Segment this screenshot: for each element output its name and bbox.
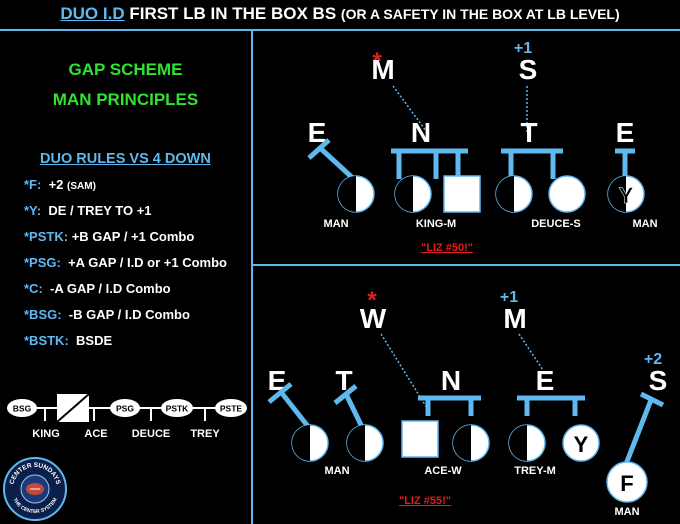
rule-item: *PSTK: +B GAP / +1 Combo — [24, 229, 195, 244]
call-text: "LIZ #55!" — [399, 495, 451, 507]
pste-node — [215, 399, 247, 417]
olineman — [548, 175, 586, 213]
offensive-line: Y — [337, 175, 645, 213]
svg-text:MAN: MAN — [324, 465, 349, 477]
column-divider — [251, 31, 253, 524]
blocking-paths — [307, 138, 635, 183]
rule-item: *PSG: +A GAP / I.D or +1 Combo — [24, 255, 227, 270]
rule-item: *BSTK: BSDE — [24, 333, 113, 348]
svg-text:PSTE: PSTE — [220, 404, 243, 414]
dl-n: N — [441, 365, 461, 396]
center-sundays-logo: CENTER SUNDAYS THE CENTER SYSTEM — [3, 457, 67, 521]
svg-text:MAN: MAN — [614, 506, 639, 518]
svg-text:KING-M: KING-M — [416, 218, 456, 230]
lb-w: W — [360, 303, 387, 334]
tight-end — [562, 424, 600, 462]
svg-text:TREY-M: TREY-M — [514, 465, 556, 477]
star-marker: * — [367, 287, 377, 314]
svg-text:F: F — [620, 471, 633, 496]
svg-text:PSTK: PSTK — [166, 404, 190, 414]
lb-m: M — [503, 303, 526, 334]
rule-item: *BSG: -B GAP / I.D Combo — [24, 307, 190, 322]
rules-title: DUO RULES VS 4 DOWN — [40, 151, 211, 167]
line-schematic: BSG PSG PSTK PSTE KING ACE DEUCE TREY — [7, 393, 247, 440]
rules-list: *F: +2 (SAM) *Y: DE / TREY TO +1 *PSTK: … — [24, 177, 227, 359]
svg-text:DEUCE-S: DEUCE-S — [531, 218, 581, 230]
dl-e2: E — [616, 117, 635, 148]
svg-text:BSG: BSG — [13, 404, 32, 414]
svg-text:ACE-W: ACE-W — [424, 465, 462, 477]
rule-item: *C: -A GAP / I.D Combo — [24, 281, 171, 296]
man-principles-label: MAN PRINCIPLES — [52, 90, 199, 109]
blocking-paths — [267, 382, 665, 465]
svg-text:Y: Y — [574, 432, 589, 457]
lb-s: S — [649, 365, 668, 396]
plus-one: +1 — [500, 289, 518, 306]
svg-text:PSG: PSG — [116, 404, 134, 414]
center — [443, 175, 481, 213]
svg-text:ACE: ACE — [84, 428, 107, 440]
gap-scheme-label: GAP SCHEME — [68, 60, 183, 79]
dl-e: E — [308, 117, 327, 148]
svg-text:TREY: TREY — [190, 428, 220, 440]
bsg-node — [7, 399, 37, 417]
dl-e: E — [268, 365, 287, 396]
title-main: FIRST LB IN THE BOX BS — [124, 4, 341, 23]
svg-text:DEUCE: DEUCE — [132, 428, 171, 440]
svg-text:MAN: MAN — [323, 218, 348, 230]
svg-text:KING: KING — [32, 428, 60, 440]
rule-item: *Y: DE / TREY TO +1 — [24, 203, 152, 218]
plus-one: +1 — [514, 40, 532, 57]
bottom-diagram: * W +1 M +2 S E T N E Y F MAN ACE- — [267, 287, 668, 518]
offensive-line: Y F — [291, 420, 648, 503]
dl-t: T — [520, 117, 537, 148]
center — [401, 420, 439, 458]
dl-n: N — [411, 117, 431, 148]
title-divider — [0, 29, 680, 31]
dl-e2: E — [536, 365, 555, 396]
call-text: "LIZ #50!" — [421, 242, 473, 254]
plus-two: +2 — [644, 351, 662, 368]
fullback — [606, 461, 648, 503]
title-duo: DUO I.D — [60, 4, 125, 23]
title-sub: (OR A SAFETY IN THE BOX AT LB LEVEL) — [340, 6, 620, 22]
page-title: DUO I.D FIRST LB IN THE BOX BS (OR A SAF… — [0, 4, 680, 24]
star-marker: * — [372, 48, 382, 75]
top-diagram: * M +1 S E N T E Y MAN KING-M DEUCE-S — [307, 40, 658, 254]
lb-s: S — [519, 54, 538, 85]
svg-text:MAN: MAN — [632, 218, 657, 230]
pstk-node — [161, 399, 193, 417]
read-line — [518, 333, 544, 371]
rule-item: *F: +2 (SAM) — [24, 177, 96, 192]
diagram-divider — [253, 264, 680, 266]
svg-text:Y: Y — [619, 183, 634, 208]
lb-m: M — [371, 54, 394, 85]
dl-t: T — [335, 365, 352, 396]
psg-node — [110, 399, 140, 417]
